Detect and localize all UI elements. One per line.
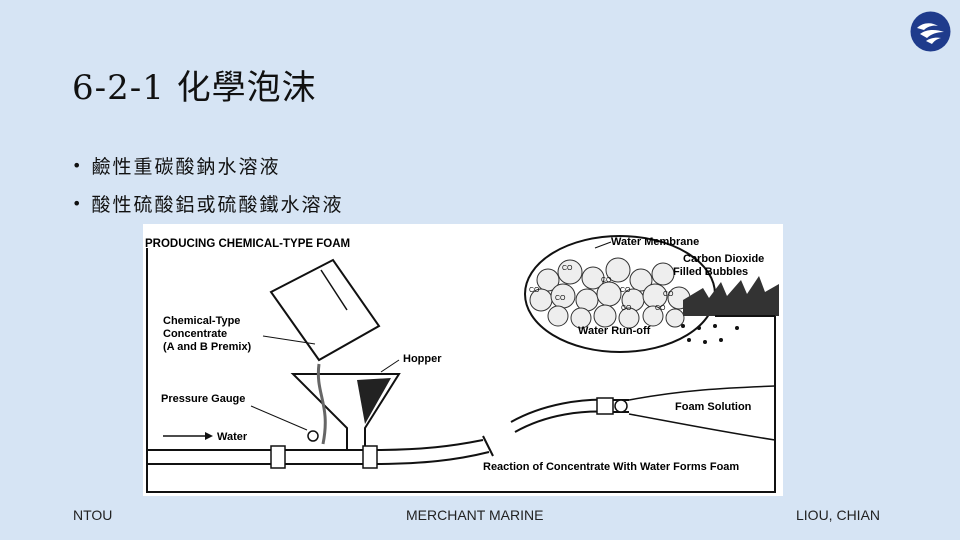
- foam-diagram-drawing: PRODUCING CHEMICAL-TYPE FOAM CO CO CO CO…: [145, 235, 779, 493]
- co2-bubble-label: CO: [620, 287, 631, 294]
- water-membrane-label: Water Membrane: [611, 236, 699, 248]
- bullet-item: • 酸性硫酸鋁或硫酸鐵水溶液: [72, 184, 343, 222]
- footer-right: LIOU, CHIAN: [796, 507, 881, 523]
- page-title: 6-2-1 化學泡沫: [72, 68, 317, 108]
- concentrate-label-3: (A and B Premix): [163, 341, 252, 353]
- co2-bubble-label: CO: [601, 277, 612, 284]
- carbon-dioxide-label: Carbon Dioxide: [683, 253, 764, 265]
- hopper: [290, 363, 401, 451]
- diagram-heading: PRODUCING CHEMICAL-TYPE FOAM: [145, 238, 350, 250]
- water-pipe: [147, 435, 494, 469]
- hopper-label: Hopper: [403, 353, 442, 365]
- bullet-text: 鹼性重碳酸鈉水溶液: [91, 155, 281, 178]
- co2-bubble-label: CO: [555, 295, 566, 302]
- water-drops-group: [681, 324, 739, 344]
- water-label: Water: [217, 431, 248, 443]
- pressure-gauge-label: Pressure Gauge: [161, 393, 245, 405]
- concentrate-bucket: [269, 258, 381, 362]
- bullet-list: • 鹼性重碳酸鈉水溶液 • 酸性硫酸鋁或硫酸鐵水溶液: [72, 146, 343, 222]
- bullet-text: 酸性硫酸鋁或硫酸鐵水溶液: [91, 193, 344, 216]
- footer-center: MERCHANT MARINE: [406, 507, 544, 523]
- bubbles-group: [529, 257, 691, 329]
- bubbles-label: Filled Bubbles: [673, 266, 748, 278]
- footer-left: NTOU: [73, 507, 113, 523]
- bullet-item: • 鹼性重碳酸鈉水溶液: [72, 146, 343, 184]
- foam-hose: [510, 385, 776, 441]
- co2-bubble-label: CO: [655, 305, 666, 312]
- bullet-dot-icon: •: [72, 155, 84, 175]
- co2-bubble-label: CO: [529, 287, 540, 294]
- bubble-co2-labels: CO CO CO CO CO CO CO CO: [529, 265, 674, 312]
- foam-solution-label: Foam Solution: [675, 401, 752, 413]
- bullet-dot-icon: •: [72, 193, 84, 213]
- foam-diagram: PRODUCING CHEMICAL-TYPE FOAM CO CO CO CO…: [143, 224, 783, 496]
- water-runoff-label: Water Run-off: [578, 325, 651, 337]
- co2-bubble-label: CO: [562, 265, 573, 272]
- pressure-gauge-icon: [307, 430, 319, 442]
- concentrate-label-2: Concentrate: [163, 328, 227, 340]
- ntou-logo-icon: [910, 11, 951, 52]
- co2-bubble-label: CO: [663, 291, 674, 298]
- co2-bubble-label: CO: [621, 305, 632, 312]
- reaction-caption: Reaction of Concentrate With Water Forms…: [483, 461, 739, 473]
- concentrate-label-1: Chemical-Type: [163, 315, 240, 327]
